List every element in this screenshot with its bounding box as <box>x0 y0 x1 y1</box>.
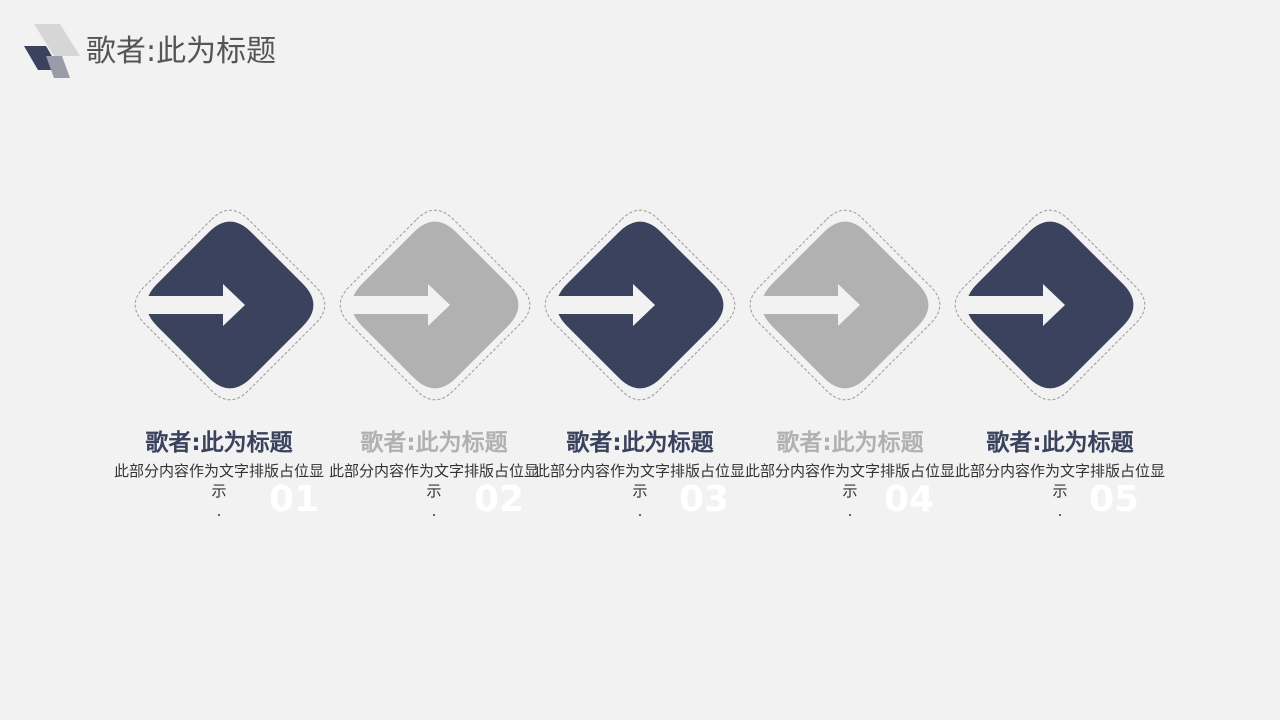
step-item: 05 歌者:此为标题 此部分内容作为文字排版占位显示 . <box>945 200 1165 520</box>
step-desc: 此部分内容作为文字排版占位显示 <box>955 462 1166 500</box>
step-dot: . <box>1057 502 1063 520</box>
page-title: 歌者:此为标题 <box>86 34 277 69</box>
step-dot: . <box>216 502 222 520</box>
step-number: 01 <box>268 479 320 520</box>
diamond-outline <box>339 209 531 401</box>
step-title: 歌者:此为标题 <box>986 430 1134 456</box>
step-item: 02 歌者:此为标题 此部分内容作为文字排版占位显示 . <box>329 200 540 520</box>
arrow-right-icon <box>756 284 860 326</box>
step-diamond <box>749 209 941 401</box>
step-number: 03 <box>678 479 730 520</box>
step-number: 04 <box>883 479 935 520</box>
step-desc: 此部分内容作为文字排版占位显示 <box>114 462 325 500</box>
step-dot: . <box>847 502 853 520</box>
diamond-outline <box>544 209 736 401</box>
step-diamond <box>954 209 1146 401</box>
step-title: 歌者:此为标题 <box>776 430 924 456</box>
step-desc: 此部分内容作为文字排版占位显示 <box>535 462 746 500</box>
diamond-outline <box>954 209 1146 401</box>
step-dot: . <box>431 502 437 520</box>
step-diamond <box>134 209 326 401</box>
arrow-right-icon <box>961 284 1065 326</box>
step-desc: 此部分内容作为文字排版占位显示 <box>329 462 540 500</box>
arrow-right-icon <box>551 284 655 326</box>
step-item: 04 歌者:此为标题 此部分内容作为文字排版占位显示 . <box>740 200 955 520</box>
diamond-outline <box>749 209 941 401</box>
step-title: 歌者:此为标题 <box>360 430 508 456</box>
step-diamond <box>339 209 531 401</box>
arrow-right-icon <box>346 284 450 326</box>
diamond-outline <box>134 209 326 401</box>
step-title: 歌者:此为标题 <box>566 430 714 456</box>
step-title: 歌者:此为标题 <box>145 430 293 456</box>
step-number: 05 <box>1088 479 1140 520</box>
step-dot: . <box>637 502 643 520</box>
arrow-right-icon <box>141 284 245 326</box>
logo-icon <box>24 24 80 78</box>
step-desc: 此部分内容作为文字排版占位显示 <box>745 462 956 500</box>
step-number: 02 <box>473 479 525 520</box>
step-diamond <box>544 209 736 401</box>
step-item: 01 歌者:此为标题 此部分内容作为文字排版占位显示 . <box>114 200 335 520</box>
step-item: 03 歌者:此为标题 此部分内容作为文字排版占位显示 . <box>535 200 745 520</box>
